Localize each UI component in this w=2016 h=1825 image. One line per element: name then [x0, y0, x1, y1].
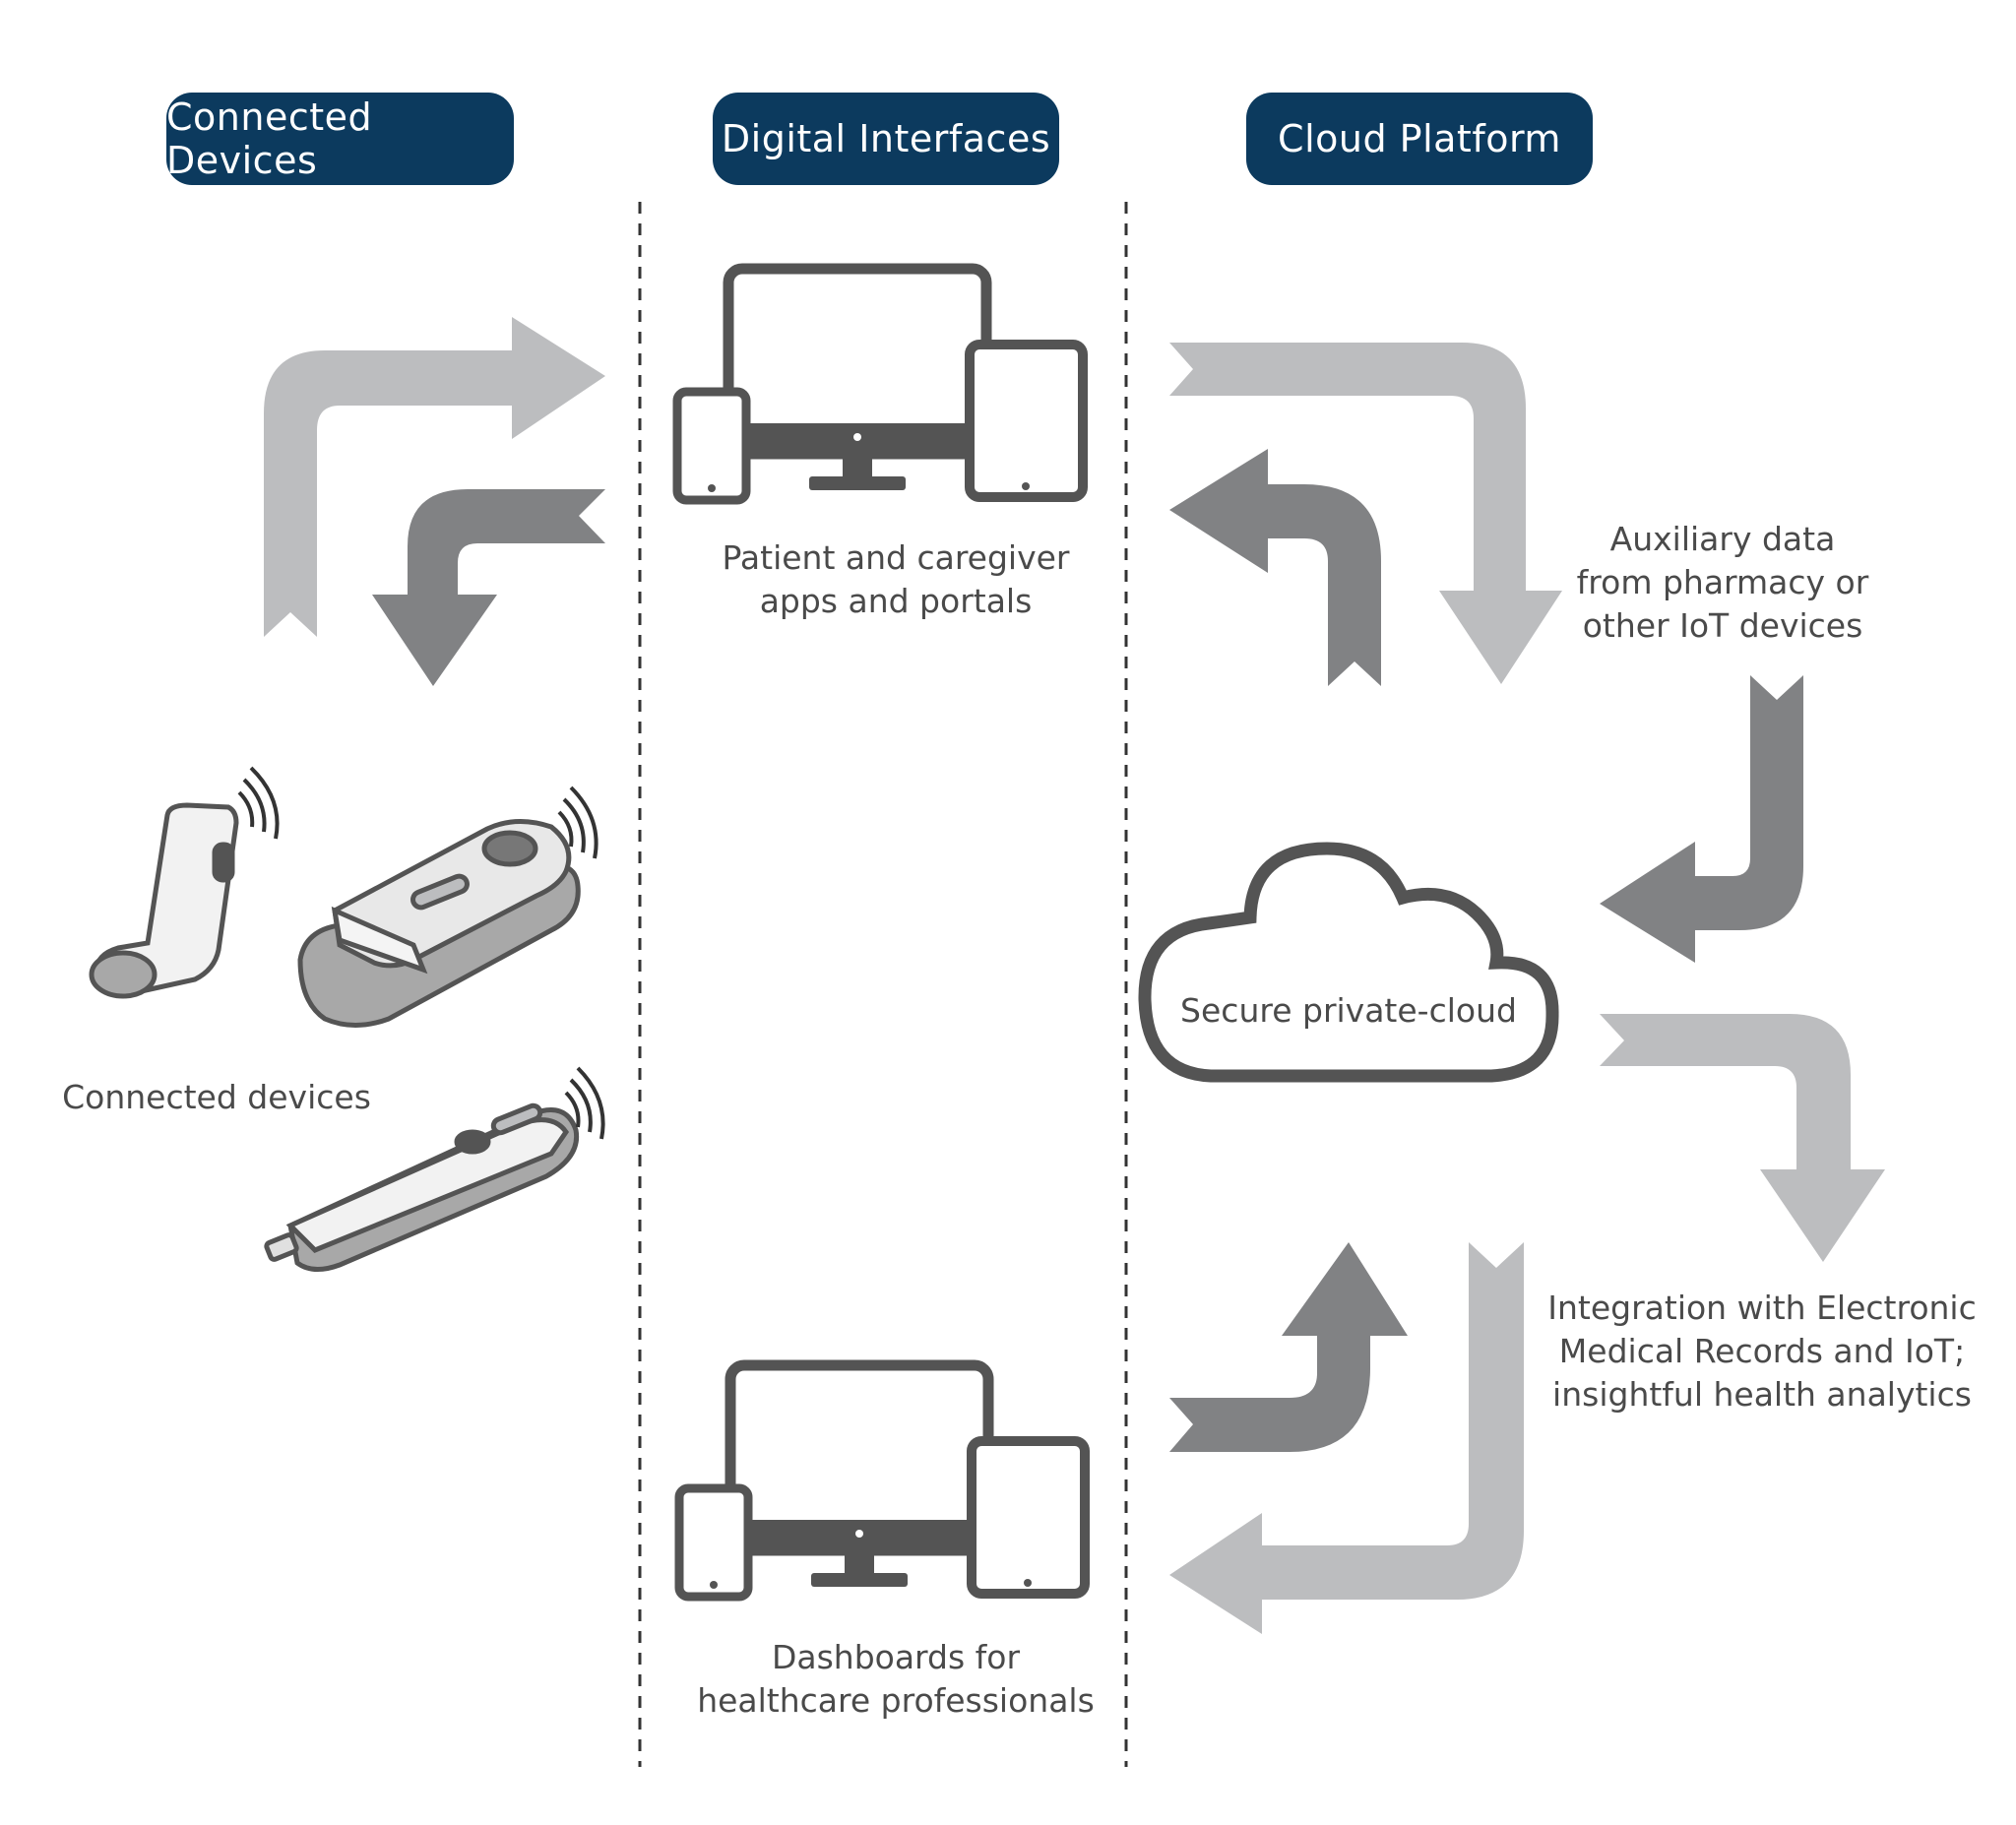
label-auxiliary-data: Auxiliary data from pharmacy or other Io… [1565, 518, 1880, 648]
inhaler-sensor-icon [297, 786, 598, 1028]
label-integration-line1: Integration with Electronic [1547, 1289, 1977, 1327]
label-auxiliary-data-line3: other IoT devices [1582, 606, 1863, 645]
arrow-cloud-to-dashboard [1169, 1242, 1524, 1634]
header-connected-devices: Connected Devices [166, 93, 514, 185]
label-patient-apps-line1: Patient and caregiver [722, 538, 1070, 577]
arrow-cloud-to-ehr [1600, 1014, 1885, 1262]
arrow-apps-to-cloud [1169, 343, 1562, 684]
device-set-icon-top [672, 263, 1088, 505]
label-dashboards-line1: Dashboards for [771, 1638, 1021, 1676]
inhaler-icon [89, 766, 280, 999]
label-dashboards: Dashboards for healthcare professionals [669, 1636, 1122, 1723]
label-patient-apps: Patient and caregiver apps and portals [689, 536, 1102, 623]
label-secure-cloud: Secure private-cloud [1162, 989, 1536, 1033]
header-cloud-platform: Cloud Platform [1246, 93, 1593, 185]
label-integration-line3: insightful health analytics [1552, 1375, 1972, 1414]
device-set-icon-bottom [674, 1359, 1090, 1602]
arrow-apps-to-devices [372, 489, 605, 686]
label-auxiliary-data-line1: Auxiliary data [1609, 520, 1836, 558]
header-digital-interfaces: Digital Interfaces [713, 93, 1059, 185]
arrow-auxiliary-to-cloud [1600, 675, 1803, 963]
label-dashboards-line2: healthcare professionals [697, 1681, 1095, 1720]
label-auxiliary-data-line2: from pharmacy or [1576, 563, 1869, 601]
cloud-icon [1138, 842, 1559, 1083]
header-cloud-platform-label: Cloud Platform [1278, 117, 1561, 160]
arrow-cloud-to-apps-shape [1169, 449, 1381, 686]
label-connected-devices-text: Connected devices [62, 1078, 371, 1116]
label-integration-line2: Medical Records and IoT; [1558, 1332, 1966, 1370]
injector-pen-icon [264, 1066, 605, 1272]
arrow-devices-to-apps [264, 317, 605, 637]
label-connected-devices: Connected devices [59, 1076, 374, 1119]
label-secure-cloud-text: Secure private-cloud [1180, 991, 1517, 1030]
header-digital-interfaces-label: Digital Interfaces [721, 117, 1051, 160]
header-connected-devices-label: Connected Devices [166, 95, 373, 182]
label-integration: Integration with Electronic Medical Reco… [1545, 1287, 1979, 1416]
arrow-dashboard-to-cloud [1169, 1242, 1408, 1452]
label-patient-apps-line2: apps and portals [759, 582, 1033, 620]
